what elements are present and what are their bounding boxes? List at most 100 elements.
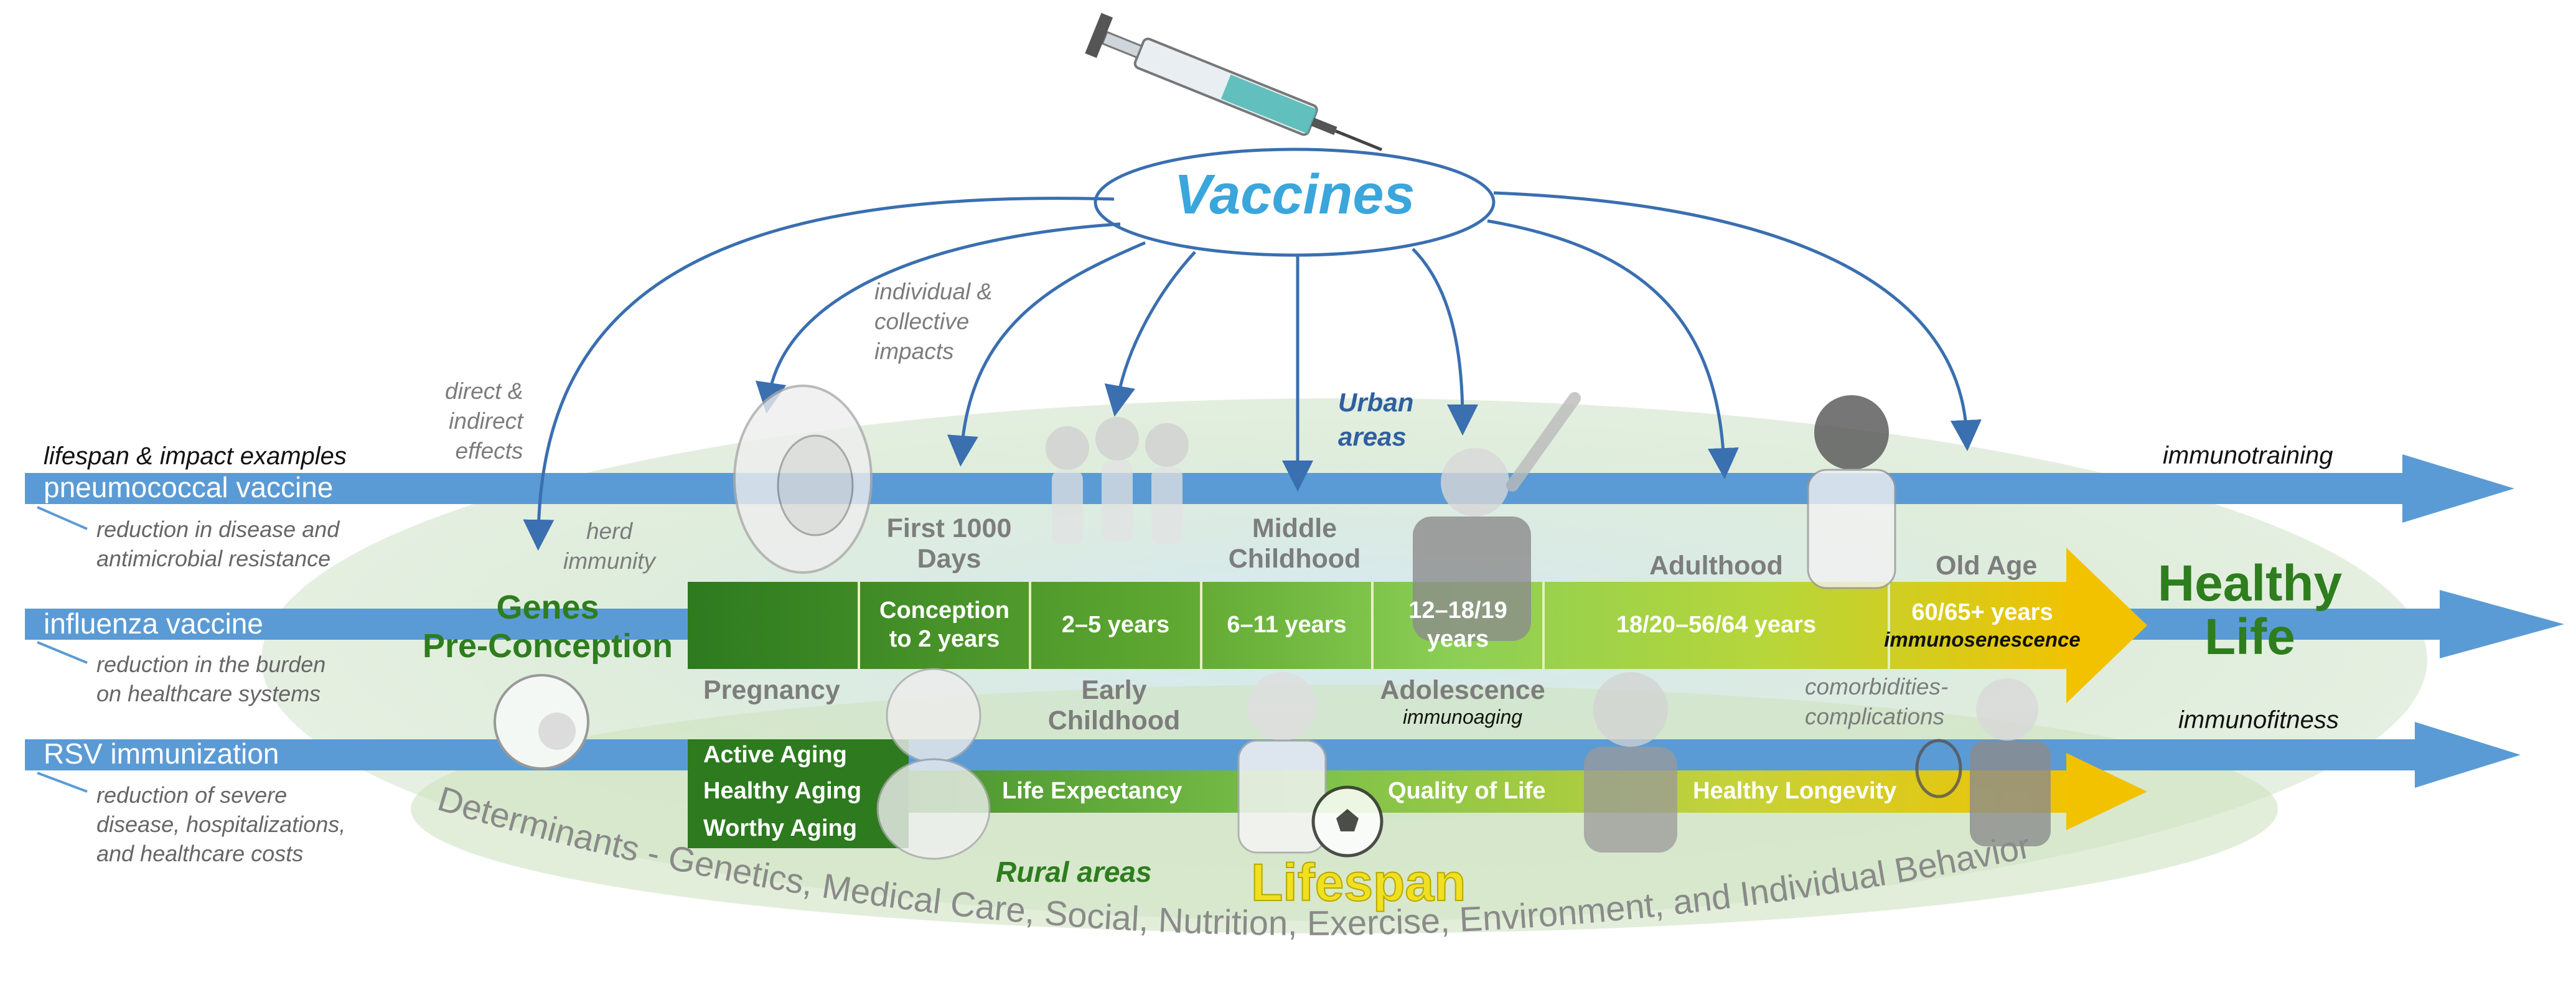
segment-line: years (1426, 626, 1489, 652)
stage-line: Middle (1252, 513, 1337, 543)
lower-band-head (2066, 753, 2147, 830)
immunoaging-label: immunoaging (1402, 706, 1523, 729)
syringe-icon (1085, 12, 1382, 151)
segment-line: 2–5 years (1061, 612, 1170, 638)
stage-line: First 1000 (886, 513, 1012, 543)
comorbidities-label: comorbidities- complications (1805, 672, 1948, 732)
timeline-segment-conception: Conception to 2 years (859, 582, 1030, 669)
desc-line: antimicrobial resistance (96, 545, 331, 571)
early-childhood-label: Early Childhood (1021, 675, 1207, 737)
healthy-aging-label: Healthy Aging (703, 778, 862, 804)
note-line: collective (874, 309, 970, 335)
pneumococcal-description: reduction in disease and antimicrobial r… (96, 515, 339, 574)
note-line: indirect (449, 408, 523, 434)
examples-heading: lifespan & impact examples (44, 442, 347, 470)
desc-line: reduction in disease and (96, 517, 340, 542)
note-line: impacts (874, 339, 954, 365)
preconception-line: Pre-Conception (422, 627, 673, 665)
segment-line: Conception (879, 597, 1009, 624)
teen-illustration (1584, 672, 1677, 853)
stage-line: Days (917, 544, 981, 574)
genes-preconception-label: Genes Pre-Conception (398, 588, 697, 665)
influenza-vaccine-label: influenza vaccine (44, 607, 263, 640)
rsv-pointer (37, 772, 88, 793)
outcome-line: Healthy (2157, 555, 2343, 612)
note-line: individual & (874, 279, 993, 304)
desc-line: disease, hospitalizations, (96, 811, 346, 837)
herd-immunity-note: herd immunity (563, 517, 655, 576)
timeline-segment-old-age: 60/65+ years immunosenescence (1884, 582, 2080, 669)
desc-line: and healthcare costs (96, 840, 304, 866)
individual-collective-note: individual & collective impacts (874, 277, 992, 367)
rsv-description: reduction of severe disease, hospitaliza… (96, 781, 345, 868)
girl-soccer-illustration (1237, 672, 1384, 858)
timeline-head (2066, 548, 2147, 703)
segment-line: 12–18/19 (1408, 597, 1507, 624)
aging-box (688, 739, 909, 848)
stage-line: Adolescence (1380, 675, 1545, 705)
woman-illustration (1807, 395, 1896, 589)
active-aging-label: Active Aging (703, 742, 847, 768)
vaccines-ellipse (1094, 147, 1496, 257)
life-expectancy-label: Life Expectancy (1002, 778, 1183, 804)
middle-childhood-label: Middle Childhood (1201, 513, 1388, 575)
note-line: direct & (445, 378, 523, 404)
vaccine-impact-arrows (523, 191, 1982, 551)
rural-areas-label: Rural areas (996, 856, 1152, 888)
immunosenescence-label: immunosenescence (1884, 628, 2081, 651)
note-line: comorbidities- (1805, 674, 1949, 699)
timeline-dividers (858, 582, 1890, 669)
children-illustration (1046, 417, 1189, 545)
healthy-longevity-label: Healthy Longevity (1693, 778, 1897, 804)
timeline-segment-adult: 18/20–56/64 years (1543, 582, 1889, 669)
elderly-man-illustration (1915, 678, 2051, 846)
stage-line: Early (1081, 675, 1147, 705)
pneumococcal-arrow (25, 454, 2514, 523)
outcome-line: Life (2204, 609, 2295, 666)
adulthood-label: Adulthood (1649, 551, 1783, 581)
genes-line: Genes (496, 589, 599, 626)
immunotraining-label: immunotraining (2163, 442, 2333, 469)
worthy-aging-label: Worthy Aging (703, 815, 857, 841)
timeline-segment-12-19: 12–18/19 years (1372, 582, 1543, 669)
desc-line: reduction in the burden (96, 652, 326, 677)
note-line: herd (586, 518, 633, 544)
timeline-body (688, 582, 2082, 669)
urban-areas-label: Urban areas (1338, 386, 1413, 454)
desc-line: reduction of severe (96, 782, 288, 808)
immunofitness-label: immunofitness (2178, 706, 2339, 734)
quality-of-life-label: Quality of Life (1388, 778, 1546, 804)
segment-line: 6–11 years (1227, 612, 1347, 638)
stage-line: Childhood (1228, 544, 1361, 574)
pneumococcal-vaccine-label: pneumococcal vaccine (44, 471, 334, 503)
vaccines-title: Vaccines (1174, 164, 1415, 226)
note-line: effects (455, 438, 523, 464)
note-line: immunity (563, 548, 656, 574)
segment-line: to 2 years (889, 626, 1000, 652)
adolescence-label: Adolescence immunoaging (1363, 675, 1562, 729)
healthy-life-label: Healthy Life (2129, 555, 2371, 666)
old-age-label: Old Age (1936, 551, 2038, 581)
segment-line: 60/65+ years (1911, 599, 2053, 626)
note-line: Urban (1338, 388, 1414, 417)
hiker-illustration (1413, 392, 1581, 641)
baby-illustration (876, 668, 991, 860)
stage-line: Childhood (1047, 706, 1181, 736)
lifespan-label: Lifespan (1250, 853, 1466, 912)
rsv-immunization-label: RSV immunization (44, 737, 279, 770)
pregnancy-label: Pregnancy (703, 675, 840, 705)
timeline-segment-2-5: 2–5 years (1030, 582, 1201, 669)
pneumo-pointer (37, 506, 88, 530)
direct-indirect-note: direct & indirect effects (445, 376, 523, 466)
influenza-pointer (37, 641, 88, 664)
pregnant-woman-illustration (733, 385, 873, 574)
timeline-segment-6-11: 6–11 years (1201, 582, 1372, 669)
cell-icon (494, 674, 589, 770)
note-line: complications (1805, 704, 1945, 730)
note-line: areas (1338, 421, 1407, 451)
first-1000-days-label: First 1000 Days (865, 513, 1033, 575)
segment-line: 18/20–56/64 years (1616, 612, 1817, 638)
influenza-description: reduction in the burden on healthcare sy… (96, 650, 326, 709)
